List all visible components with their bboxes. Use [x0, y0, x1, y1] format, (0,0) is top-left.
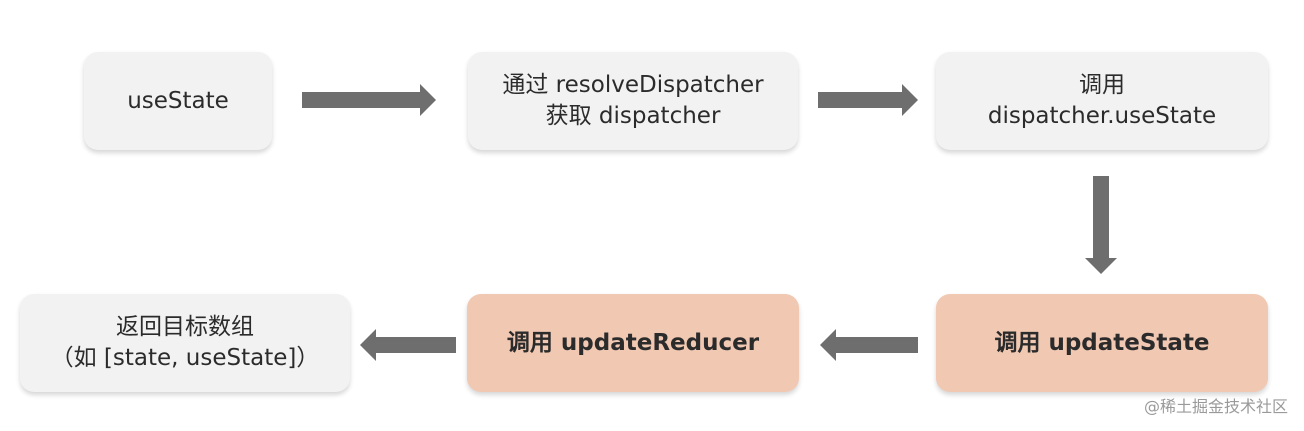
- node-call-updatestate-line-1: 调用 updateState: [994, 329, 1210, 356]
- arrow-right-2: [818, 84, 918, 116]
- arrow-down: [1085, 176, 1117, 274]
- node-call-updatereducer: 调用 updateReducer: [467, 294, 799, 392]
- node-resolve-dispatcher-line-1: 通过 resolveDispatcher: [502, 72, 764, 98]
- node-resolve-dispatcher-line-2: 获取 dispatcher: [545, 103, 721, 129]
- node-call-updatestate: 调用 updateState: [936, 294, 1268, 392]
- node-return-array: 返回目标数组 （如 [state, useState]）: [20, 294, 350, 392]
- node-return-array-line-2: （如 [state, useState]）: [50, 345, 320, 371]
- node-call-dispatcher-usestate: 调用 dispatcher.useState: [936, 52, 1268, 150]
- node-use-state: useState: [84, 52, 272, 150]
- arrow-right-1: [302, 84, 436, 116]
- watermark: @稀土掘金技术社区: [1143, 397, 1288, 416]
- arrow-left-1: [820, 329, 918, 361]
- node-use-state-line-1: useState: [127, 87, 229, 114]
- node-call-dispatcher-usestate-line-2: dispatcher.useState: [987, 103, 1217, 129]
- arrow-left-2: [360, 329, 456, 361]
- node-resolve-dispatcher: 通过 resolveDispatcher 获取 dispatcher: [468, 52, 798, 150]
- node-return-array-line-1: 返回目标数组: [116, 314, 254, 340]
- node-call-dispatcher-usestate-line-1: 调用: [1079, 72, 1125, 98]
- node-call-updatereducer-line-1: 调用 updateReducer: [506, 329, 760, 356]
